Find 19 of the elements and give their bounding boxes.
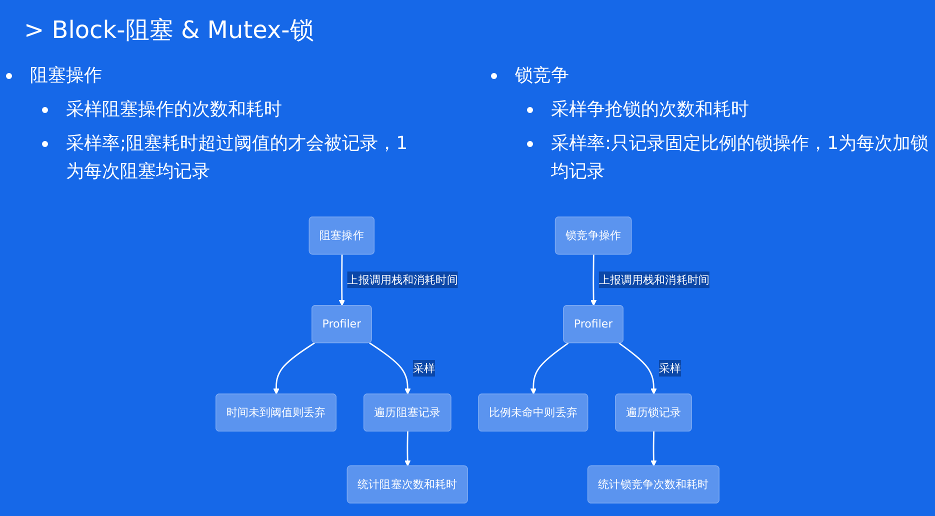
edge-label: 采样 [658,361,682,375]
edge-label: 上报调用栈和消耗时间 [347,272,458,286]
bullet-text: 采样争抢锁的次数和耗时 [551,99,749,120]
bullet-text: 采样率:只记录固定比例的锁操作，1为每次加锁均记录 [551,133,929,182]
edge-label: 上报调用栈和消耗时间 [598,272,710,286]
arrow [369,342,411,394]
bullet-text: 采样率;阻塞耗时超过阈值的才会被记录，1为每次阻塞均记录 [66,133,408,182]
bullet-heading: 锁竞争 [515,65,569,86]
arrow [590,254,597,306]
arrow [530,342,569,394]
arrow [650,432,657,466]
arrow [404,432,411,466]
arrow [338,254,345,306]
arrow [618,342,657,394]
bullet-heading: 阻塞操作 [30,65,102,86]
bullet-text: 采样阻塞操作的次数和耗时 [66,99,282,120]
arrow [273,342,315,394]
title: > Block-阻塞 & Mutex-锁 [24,15,314,46]
edge-label: 采样 [412,361,436,375]
